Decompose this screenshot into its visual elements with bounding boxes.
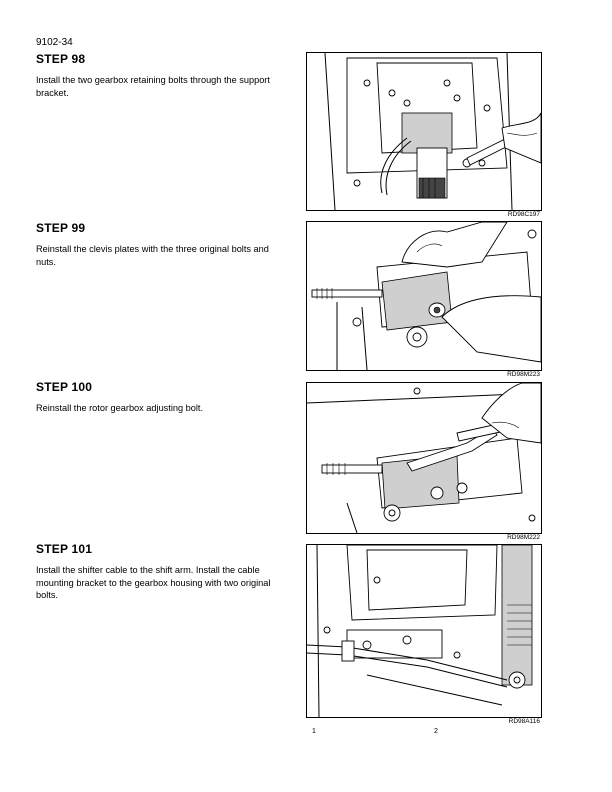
- figure-code: RD98M222: [507, 534, 540, 541]
- step-title: STEP 100: [36, 380, 93, 394]
- step-text: Reinstall the clevis plates with the thr…: [36, 244, 269, 267]
- step-99: STEP 99 Reinstall the clevis plates with…: [36, 221, 272, 268]
- step-98: STEP 98 Install the two gearbox retainin…: [36, 52, 272, 99]
- step-101: STEP 101 Install the shifter cable to th…: [36, 542, 272, 602]
- step-text: Reinstall the rotor gearbox adjusting bo…: [36, 403, 204, 413]
- step-text: Install the two gearbox retaining bolts …: [36, 75, 270, 98]
- page-number: 9102-34: [36, 37, 73, 48]
- figure-step-98: [306, 52, 542, 211]
- step-title: STEP 98: [36, 52, 86, 66]
- step-100: STEP 100 Reinstall the rotor gearbox adj…: [36, 380, 272, 415]
- figure-step-99: [306, 221, 542, 371]
- step-title: STEP 101: [36, 542, 93, 556]
- figure-step-100: [306, 382, 542, 534]
- figure-code: RD98M223: [507, 371, 540, 378]
- figure-code: RD98C197: [507, 211, 540, 218]
- footer-mark-right: 2: [434, 728, 438, 735]
- step-text: Install the shifter cable to the shift a…: [36, 565, 271, 601]
- footer-mark-left: 1: [312, 728, 316, 735]
- figure-step-101: [306, 544, 542, 718]
- step-title: STEP 99: [36, 221, 86, 235]
- figure-code: RD98A116: [508, 718, 540, 725]
